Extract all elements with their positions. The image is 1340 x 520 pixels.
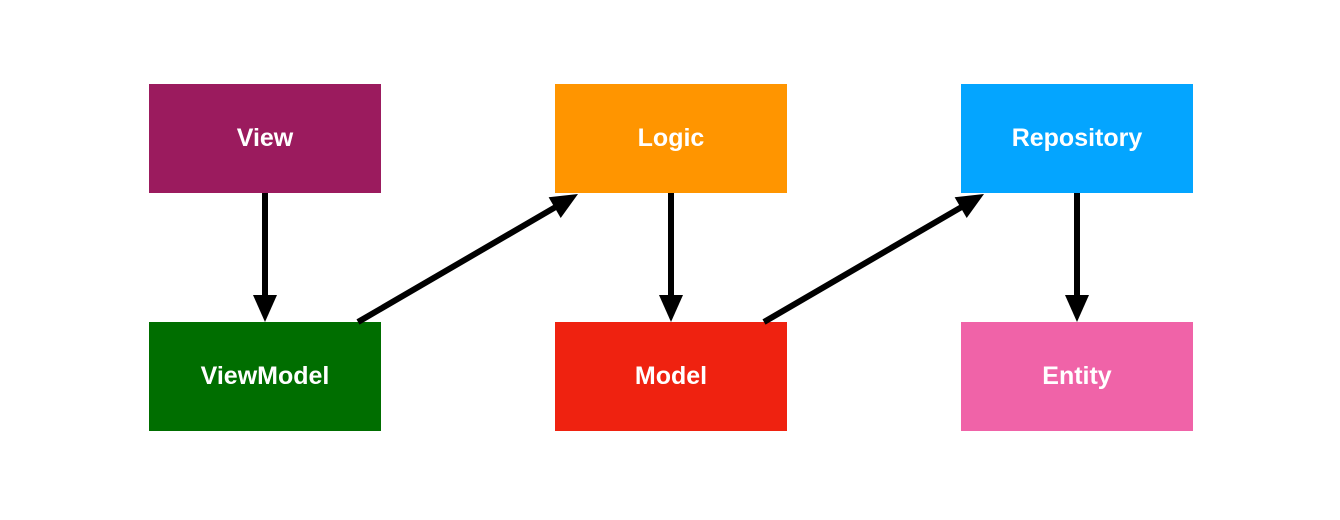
node-repository-label: Repository	[1011, 124, 1143, 152]
node-model-label: Model	[634, 362, 708, 390]
node-logic-label: Logic	[637, 124, 705, 152]
arrow-repository-to-entity	[1065, 193, 1089, 322]
node-logic: Logic	[555, 84, 787, 193]
arrow-head	[253, 295, 277, 322]
node-entity: Entity	[961, 322, 1193, 431]
arrow-logic-to-model	[659, 193, 683, 322]
node-repository: Repository	[961, 84, 1193, 193]
arrow-head	[659, 295, 683, 322]
arrow-head	[954, 194, 984, 218]
arrow-view-to-viewmodel	[253, 193, 277, 322]
arrow-head	[1065, 295, 1089, 322]
node-view-label: View	[236, 124, 294, 152]
arrow-shaft	[356, 203, 558, 325]
node-viewmodel: ViewModel	[149, 322, 381, 431]
arrow-viewmodel-to-logic	[356, 194, 578, 325]
arrow-head	[548, 194, 578, 218]
node-model: Model	[555, 322, 787, 431]
node-viewmodel-label: ViewModel	[200, 362, 330, 390]
arrow-model-to-repository	[762, 194, 984, 325]
arrow-shaft	[762, 203, 964, 325]
node-view: View	[149, 84, 381, 193]
node-entity-label: Entity	[1042, 362, 1112, 390]
